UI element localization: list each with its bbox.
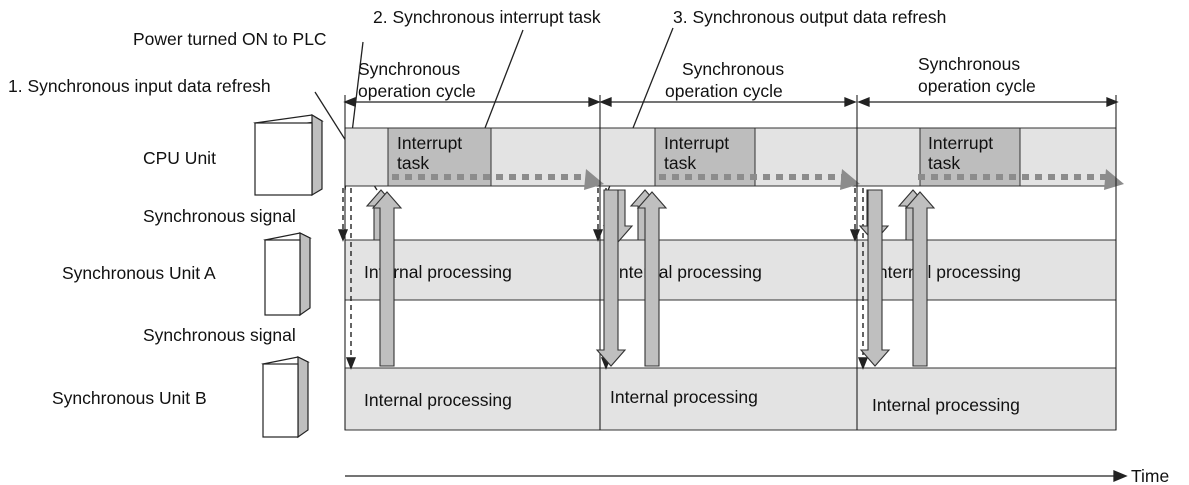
cycle-boundaries (344, 95, 1117, 430)
output-refresh-arrows (595, 189, 891, 367)
unit-a-processing-3: Internal processing (873, 262, 1021, 282)
cycle-label-3-line1: Synchronous (918, 54, 1020, 74)
sync-unit-a-icon (263, 232, 312, 317)
row-label-sync-signal-2: Synchronous signal (143, 325, 296, 345)
callout-power-on: Power turned ON to PLC (133, 29, 327, 49)
unit-a-processing-2: Internal processing (614, 262, 762, 282)
unit-b-processing-1: Internal processing (364, 390, 512, 410)
row-label-unit-a: Synchronous Unit A (62, 263, 216, 283)
cycle-label-2-line2: operation cycle (665, 81, 783, 101)
row-label-unit-b: Synchronous Unit B (52, 388, 207, 408)
cycle-label-1-line1: Synchronous (358, 59, 460, 79)
input-refresh-arrows (365, 189, 936, 367)
interrupt-task-2-line1: Interrupt (664, 133, 729, 153)
interrupt-task-1-line1: Interrupt (397, 133, 462, 153)
cycle-label-3-line2: operation cycle (918, 76, 1036, 96)
cycle-label-2-line1: Synchronous (682, 59, 784, 79)
interrupt-task-3-line1: Interrupt (928, 133, 993, 153)
callout-output-refresh: 3. Synchronous output data refresh (673, 7, 946, 27)
interrupt-task-1-line2: task (397, 153, 429, 173)
leader-interrupt-task (484, 29, 524, 129)
cpu-unit-icon (253, 113, 324, 197)
callout-input-refresh: 1. Synchronous input data refresh (8, 76, 271, 96)
interrupt-task-2-line2: task (664, 153, 696, 173)
row-label-cpu: CPU Unit (143, 148, 216, 168)
unit-b-processing-3: Internal processing (872, 395, 1020, 415)
unit-b-processing-2: Internal processing (610, 387, 758, 407)
time-axis (345, 470, 1128, 482)
row-label-sync-signal-1: Synchronous signal (143, 206, 296, 226)
time-axis-label: Time (1131, 466, 1169, 485)
cycle-label-1-line2: operation cycle (358, 81, 476, 101)
unit-b-lane (344, 367, 1117, 431)
callout-interrupt-task: 2. Synchronous interrupt task (373, 7, 601, 27)
unit-a-processing-1: Internal processing (364, 262, 512, 282)
cpu-flow-arrows (392, 169, 1124, 190)
interrupt-task-3-line2: task (928, 153, 960, 173)
cycle-dimension-arrows (343, 97, 1119, 107)
sync-unit-b-icon (261, 356, 310, 439)
